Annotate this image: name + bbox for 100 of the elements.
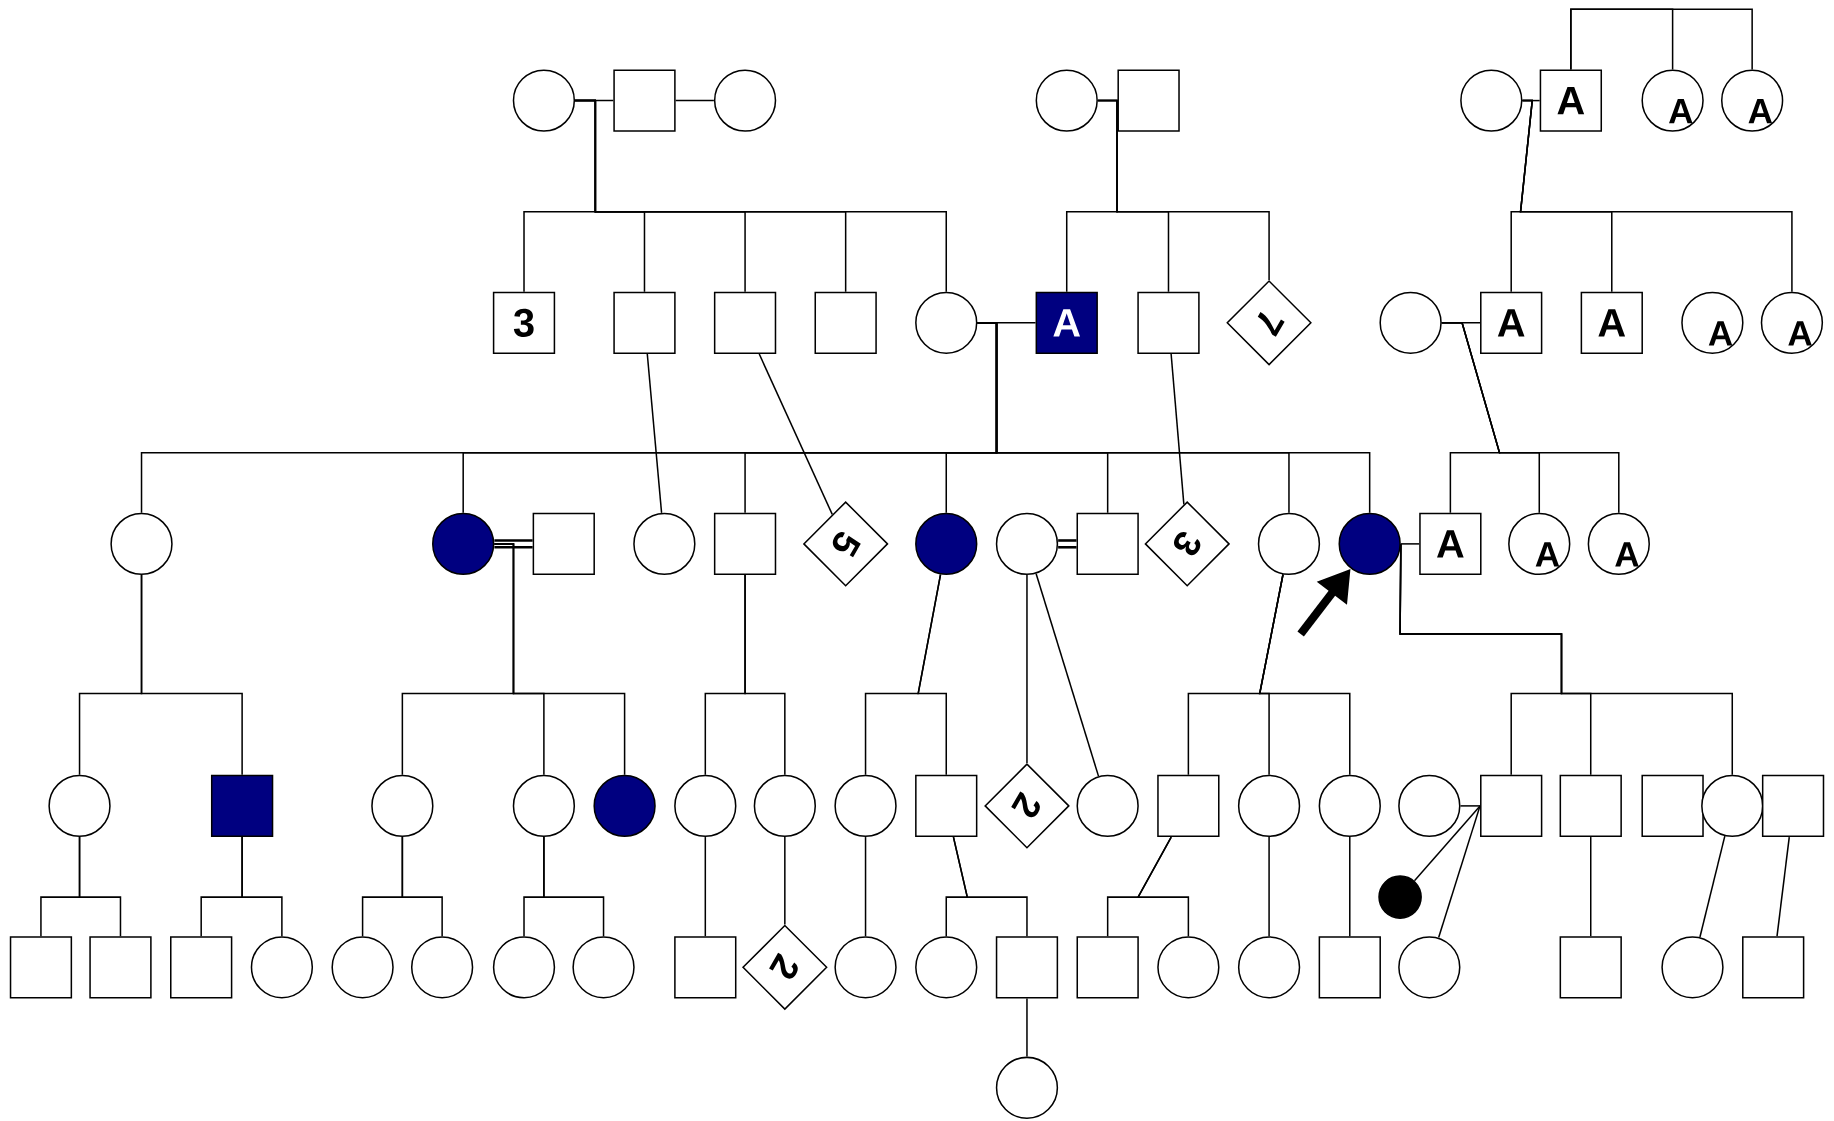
- square-symbol: [613, 291, 676, 355]
- square-symbol: [814, 291, 877, 355]
- square-symbol: [995, 936, 1059, 999]
- pedigree-line: [744, 574, 786, 776]
- circle-symbol: [410, 936, 474, 999]
- circle-symbol: [1398, 774, 1461, 838]
- square-symbol: [9, 936, 73, 999]
- circle-symbol: [593, 774, 656, 838]
- square-symbol: [1559, 774, 1622, 838]
- circle-symbol: [1237, 774, 1301, 838]
- square-symbol: [713, 291, 777, 355]
- pedigree-line: [758, 353, 833, 516]
- circle-symbol: [1237, 936, 1301, 999]
- pedigree-line: [1268, 836, 1270, 938]
- circle-symbol: [110, 512, 173, 576]
- square-symbol: [1480, 774, 1543, 838]
- circle-symbol: [1338, 512, 1401, 576]
- pedigree-line: [1441, 322, 1620, 514]
- pedigree-line: [241, 836, 283, 938]
- pedigree-line: [1776, 836, 1790, 938]
- circle-symbol: [1398, 936, 1461, 999]
- circle-symbol: [633, 512, 696, 576]
- dot-symbol: [1378, 875, 1422, 920]
- circle-symbol: [1460, 69, 1523, 132]
- pedigree-line: [1400, 543, 1420, 545]
- square-symbol: [915, 774, 978, 838]
- square-symbol: [1117, 69, 1180, 132]
- square-symbol: [1559, 936, 1622, 999]
- circle-symbol: [1661, 936, 1724, 999]
- pedigree-line: [1349, 836, 1351, 938]
- circle-symbol: [512, 774, 576, 838]
- pedigree-line: [1097, 100, 1270, 281]
- pedigree-line: [1136, 836, 1190, 938]
- pedigree-line: [1170, 353, 1185, 506]
- square-symbol: [170, 936, 233, 999]
- pedigree-line: [976, 322, 1371, 514]
- double-line: [1058, 539, 1077, 549]
- pedigree-line: [1026, 574, 1028, 764]
- circle-symbol: [1379, 291, 1442, 355]
- pedigree-line: [1570, 8, 1753, 71]
- pedigree-line: [1437, 805, 1481, 939]
- circle-symbol: [915, 291, 978, 355]
- pedigree-line: [543, 836, 605, 938]
- circle-symbol: [1257, 512, 1321, 576]
- circle-symbol: [915, 936, 978, 999]
- circle-symbol: [753, 774, 816, 838]
- pedigree-line: [917, 574, 947, 776]
- circle-symbol: [492, 936, 556, 999]
- circle-symbol: [713, 69, 777, 132]
- pedigree-line: [952, 836, 1028, 938]
- circle-symbol: [995, 1056, 1059, 1120]
- square-symbol: [1761, 774, 1825, 838]
- circle-symbol: [48, 774, 111, 838]
- circle-symbol: [512, 69, 576, 132]
- circle-symbol: [250, 936, 314, 999]
- circle-symbol: [1157, 936, 1220, 999]
- pedigree-line: [1258, 573, 1351, 776]
- circle-symbol: [1035, 69, 1098, 132]
- pedigree-line: [574, 100, 947, 293]
- circle-symbol: [834, 774, 897, 838]
- square-symbol: [1742, 936, 1805, 999]
- square-symbol: [713, 512, 777, 576]
- pedigree-line: [674, 100, 715, 102]
- pedigree-line: [864, 836, 867, 938]
- pedigree-line: [140, 574, 243, 776]
- square-symbol: [532, 512, 595, 576]
- circle-symbol: [1701, 774, 1764, 838]
- circle-symbol: [572, 936, 635, 999]
- circle-symbol: [915, 512, 978, 576]
- pedigree-line: [646, 353, 663, 514]
- pedigree-line: [1035, 573, 1100, 778]
- circle-symbol: [995, 512, 1059, 576]
- square-symbol: [1076, 512, 1139, 576]
- double-line: [494, 539, 533, 549]
- circle-symbol: [432, 512, 495, 576]
- square-symbol: [1157, 774, 1220, 838]
- pedigree-line: [401, 836, 443, 938]
- pedigree-line: [1519, 100, 1793, 293]
- pedigree-line: [78, 836, 122, 938]
- square-symbol: [674, 936, 737, 999]
- pedigree-line: [1459, 805, 1481, 807]
- square-symbol: [89, 936, 152, 999]
- pedigree-line: [493, 543, 626, 776]
- pedigree-line: [1026, 997, 1028, 1058]
- square-symbol: [210, 774, 274, 838]
- pedigree-line: [1413, 805, 1481, 882]
- square-symbol: [1076, 936, 1139, 999]
- circle-symbol: [371, 774, 434, 838]
- pedigree-line: [1590, 836, 1592, 938]
- pedigree-line: [1399, 543, 1733, 776]
- square-symbol: [1137, 291, 1200, 355]
- circle-symbol: [674, 774, 737, 838]
- circle-symbol: [1318, 774, 1381, 838]
- square-symbol: [613, 69, 676, 132]
- square-symbol: [1318, 936, 1381, 999]
- circle-symbol: [1076, 774, 1139, 838]
- square-symbol: [1641, 774, 1704, 838]
- pedigree-line: [704, 836, 707, 938]
- circle-symbol: [834, 936, 897, 999]
- pedigree-line: [784, 836, 786, 926]
